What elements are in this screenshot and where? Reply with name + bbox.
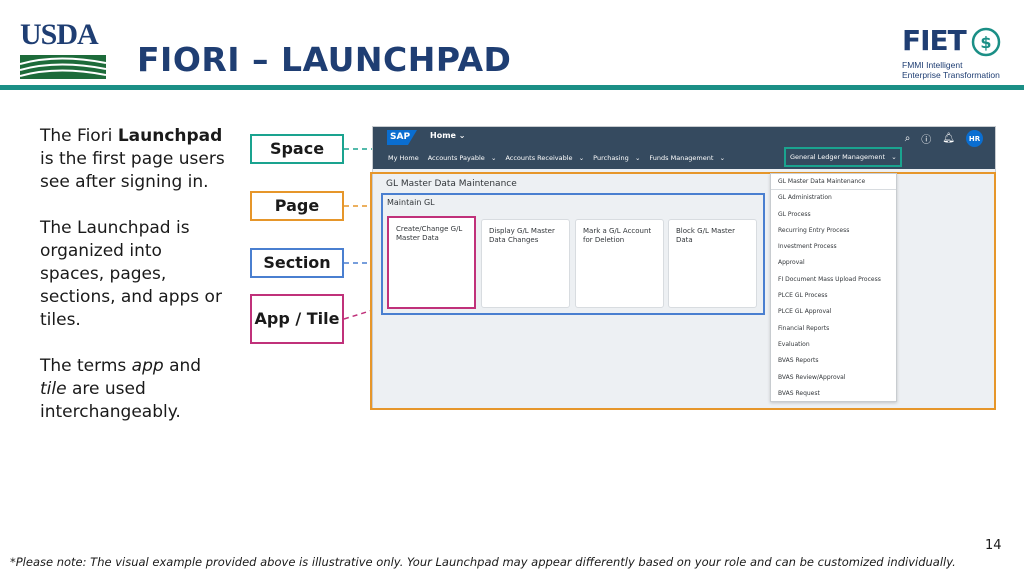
legend-section: Section: [250, 248, 344, 278]
usda-logo-text: USDA: [20, 18, 99, 51]
space-tab-funds-management[interactable]: Funds Management ⌄: [649, 154, 726, 162]
menu-item[interactable]: Financial Reports: [778, 324, 830, 332]
search-icon[interactable]: ⌕: [904, 133, 911, 144]
usda-logo-field: [20, 55, 106, 79]
space-dropdown-menu: GL Master Data Maintenance GL Administra…: [770, 173, 897, 402]
menu-item[interactable]: GL Administration: [778, 194, 832, 202]
space-tab-purchasing[interactable]: Purchasing ⌄: [593, 154, 641, 162]
launchpad-page-title: GL Master Data Maintenance: [386, 179, 517, 189]
legend-space: Space: [250, 134, 344, 164]
menu-item[interactable]: Investment Process: [778, 243, 837, 251]
dollar-circle-icon: $: [971, 27, 1001, 57]
section-title: Maintain GL: [387, 198, 435, 207]
legend-page: Page: [250, 191, 344, 221]
shell-actions: ⌕ ⓘ 🔔︎ HR: [905, 130, 983, 147]
tile-display-gl-master-data-changes[interactable]: Display G/L Master Data Changes: [481, 219, 570, 308]
menu-item[interactable]: Recurring Entry Process: [778, 226, 850, 234]
menu-item[interactable]: BVAS Review/Approval: [778, 373, 846, 381]
section-highlight: [381, 193, 765, 315]
intro-paragraph-2: The Launchpad is organized into spaces, …: [40, 218, 222, 330]
intro-paragraph-3: The terms app and tile are used intercha…: [40, 356, 202, 422]
menu-item[interactable]: GL Process: [778, 210, 811, 218]
intro-paragraph-1: The Fiori Launchpad is the first page us…: [40, 126, 225, 192]
svg-text:$: $: [980, 33, 991, 52]
help-icon[interactable]: ⓘ: [921, 135, 932, 146]
menu-item[interactable]: PLCE GL Process: [778, 292, 828, 300]
avatar[interactable]: HR: [966, 130, 983, 147]
sap-launchpad-screenshot: SAP Home ⌄ ⌕ ⓘ 🔔︎ HR My Home Accounts Pa…: [370, 126, 996, 410]
page-number: 14: [985, 538, 1002, 553]
menu-item[interactable]: BVAS Reports: [778, 357, 819, 365]
intro-text: The Fiori Launchpad is the first page us…: [40, 125, 230, 447]
bell-icon[interactable]: 🔔︎: [942, 133, 955, 144]
sap-shell-bar: SAP Home ⌄ ⌕ ⓘ 🔔︎ HR My Home Accounts Pa…: [373, 127, 995, 169]
menu-item[interactable]: GL Master Data Maintenance: [771, 174, 896, 191]
tile-mark-gl-account-for-deletion[interactable]: Mark a G/L Account for Deletion: [575, 219, 664, 308]
menu-item[interactable]: Approval: [778, 259, 805, 267]
fiet-logo: FIET $ FMMI Intelligent Enterprise Trans…: [900, 22, 1010, 82]
sap-logo[interactable]: SAP: [387, 130, 417, 145]
footnote: *Please note: The visual example provide…: [10, 555, 956, 569]
menu-item[interactable]: Evaluation: [778, 340, 810, 348]
menu-item[interactable]: FI Document Mass Upload Process: [778, 275, 881, 283]
space-nav: My Home Accounts Payable ⌄ Accounts Rece…: [388, 154, 725, 162]
space-tab-accounts-payable[interactable]: Accounts Payable ⌄: [427, 154, 497, 162]
space-tab-general-ledger-management[interactable]: General Ledger Management ⌄: [784, 147, 902, 167]
legend-app-tile: App / Tile: [250, 294, 344, 344]
menu-item[interactable]: BVAS Request: [778, 389, 820, 397]
fiet-logo-text: FIET: [902, 24, 967, 57]
fiet-subtitle: FMMI Intelligent Enterprise Transformati…: [902, 60, 1000, 80]
header-divider: [0, 85, 1024, 90]
tile-block-gl-master-data[interactable]: Block G/L Master Data: [668, 219, 757, 308]
space-tab-accounts-receivable[interactable]: Accounts Receivable ⌄: [505, 154, 585, 162]
page-title: FIORI – LAUNCHPAD: [137, 40, 512, 79]
home-menu-button[interactable]: Home ⌄: [430, 131, 466, 140]
page-highlight: [370, 172, 996, 410]
tile-create-change-gl-master-data[interactable]: Create/Change G/L Master Data: [387, 216, 476, 309]
menu-item[interactable]: PLCE GL Approval: [778, 308, 832, 316]
space-tab-my-home[interactable]: My Home: [388, 154, 419, 162]
usda-logo: USDA: [18, 18, 106, 80]
